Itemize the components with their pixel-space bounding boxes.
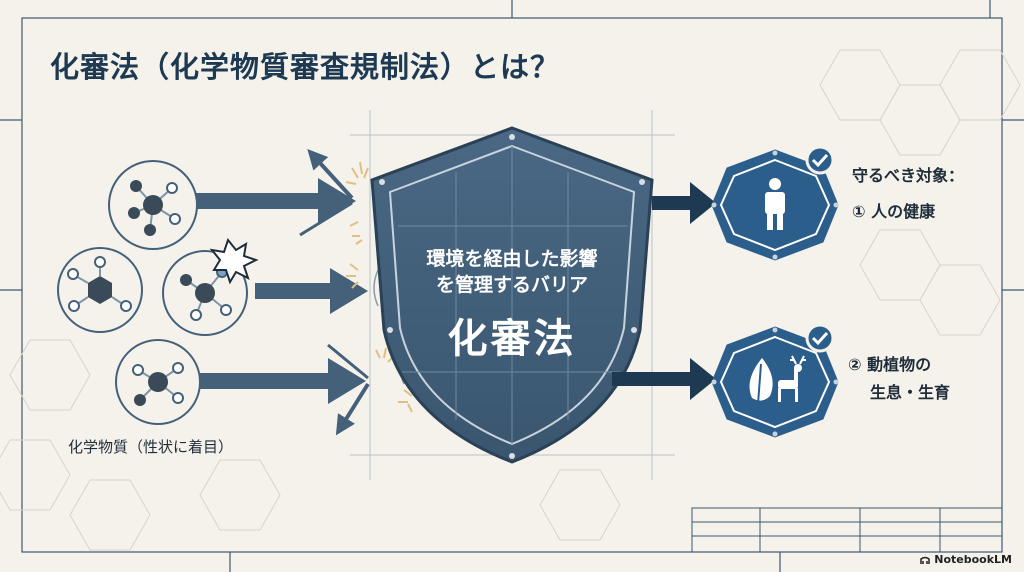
incoming-arrows	[188, 178, 368, 404]
deflected-arrows	[307, 149, 370, 436]
arrow-out-bottom-shaft	[612, 372, 692, 386]
leaf-icon	[749, 358, 773, 405]
shield-icon	[370, 126, 654, 464]
arrow-mid-head	[330, 268, 368, 314]
badge-human-health	[711, 145, 839, 261]
targets-heading: 守るべき対象：	[852, 166, 965, 185]
arrow-top-head	[318, 178, 356, 224]
target-flora-fauna-line1: ② 動植物の	[848, 355, 932, 374]
outgoing-arrows	[612, 182, 716, 400]
arrow-bottom-shaft	[188, 373, 328, 389]
brand-watermark: NotebookLM	[920, 553, 1012, 566]
molecule-middle	[162, 237, 259, 336]
spark-marks	[345, 161, 413, 413]
arrow-out-bottom-head	[690, 358, 716, 400]
molecule-top	[108, 160, 198, 250]
deer-icon	[778, 355, 806, 402]
target-human-health: ① 人の健康	[852, 202, 936, 221]
checkmark-icon	[805, 145, 835, 175]
notebook-icon	[920, 556, 930, 564]
arrow-out-top-head	[690, 182, 716, 224]
burst-icon	[209, 237, 259, 285]
arrow-out-top-shaft	[652, 196, 692, 210]
brand-name: NotebookLM	[934, 553, 1012, 566]
arrow-top-shaft	[188, 193, 318, 209]
badge-flora-fauna	[711, 323, 839, 438]
hexagon-pattern	[0, 49, 1021, 551]
molecule-bottom	[115, 339, 201, 425]
checkmark-icon	[805, 323, 835, 353]
shield-text-line2: を管理するバリア	[435, 274, 588, 296]
arrow-mid-shaft	[255, 283, 330, 299]
target-flora-fauna-line2: 生息・生育	[870, 383, 951, 402]
person-icon	[765, 178, 785, 230]
impact-lines	[299, 201, 369, 380]
arrow-bottom-head	[328, 358, 366, 404]
shield-name: 化審法	[447, 316, 577, 362]
title-block	[691, 507, 1003, 553]
shield-text-line1: 環境を経由した影響	[426, 248, 598, 270]
page-title: 化審法（化学物質審査規制法）とは？	[50, 50, 561, 84]
chemical-substances-caption: 化学物質（性状に着目）	[68, 438, 234, 456]
molecule-benzene	[57, 247, 143, 333]
